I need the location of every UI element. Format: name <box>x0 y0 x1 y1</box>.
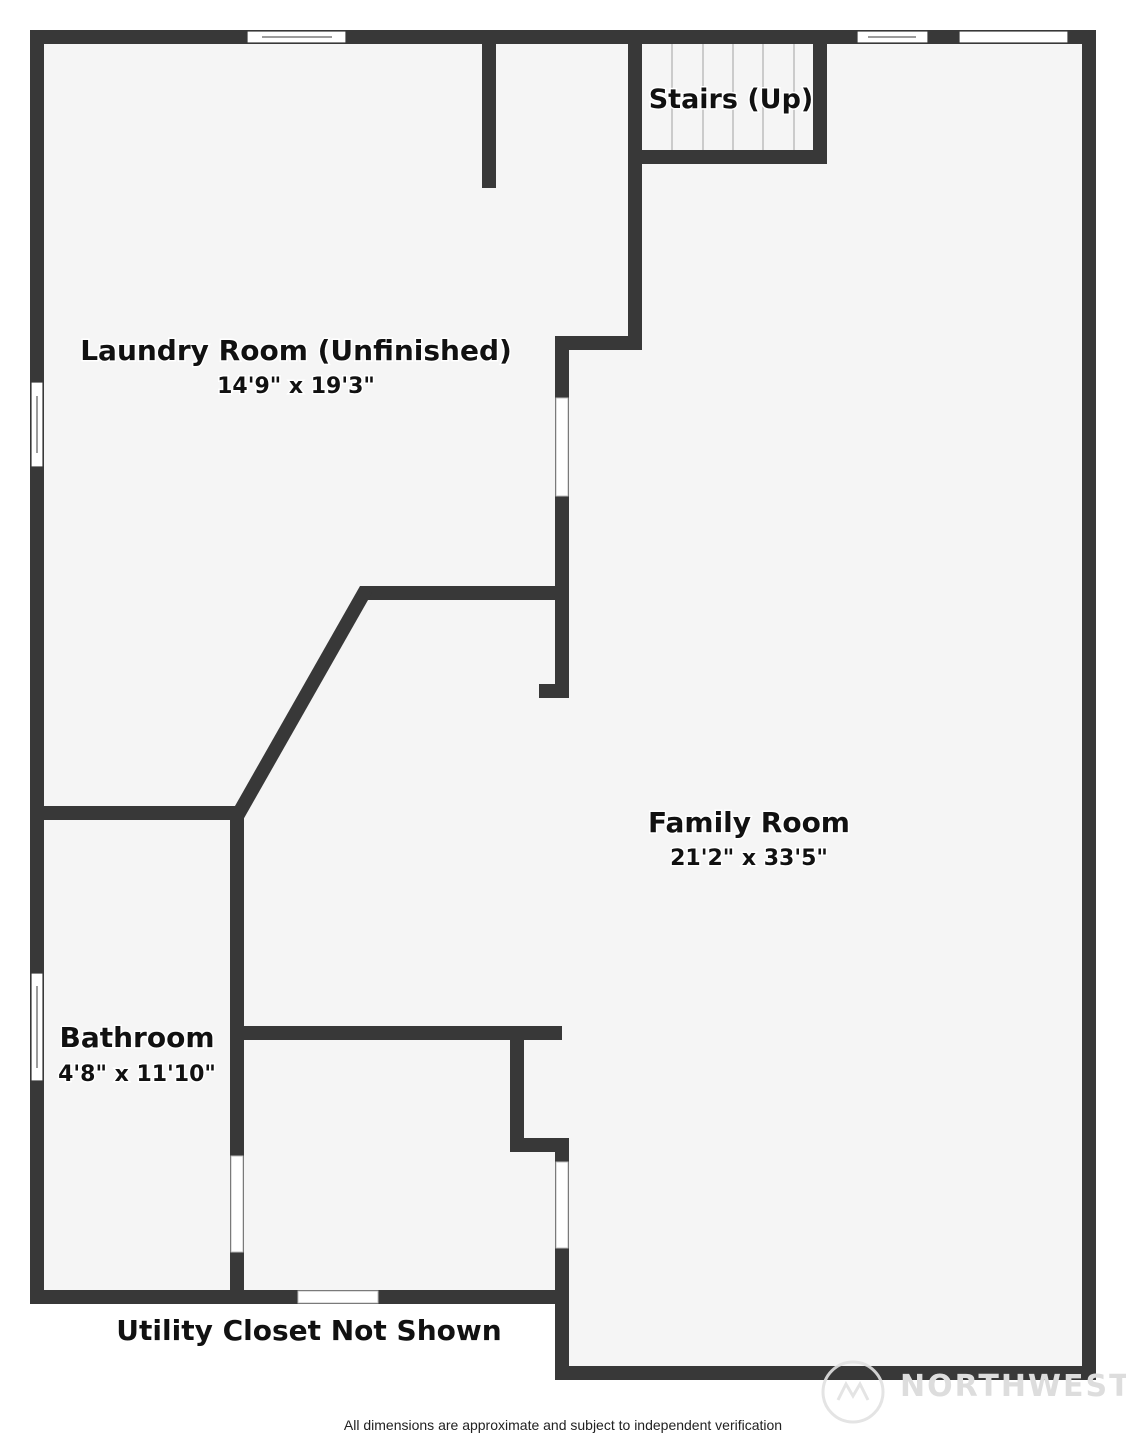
openings <box>30 30 1069 1304</box>
closet-bottom-opening <box>297 1290 379 1304</box>
bathroom-dims: 4'8" x 11'10" <box>58 1062 216 1087</box>
disclaimer: All dimensions are approximate and subje… <box>344 1417 782 1433</box>
family-room-name: Family Room <box>648 806 850 839</box>
laundry-room-dims: 14'9" x 19'3" <box>217 374 375 399</box>
stairs-label: Stairs (Up) <box>649 84 814 115</box>
northwest-logo <box>821 1360 885 1424</box>
top-opening <box>958 30 1069 44</box>
utility-closet-note: Utility Closet Not Shown <box>116 1314 501 1347</box>
watermark-text: NORTHWEST <box>900 1369 1126 1404</box>
family-room-dims: 21'2" x 33'5" <box>670 846 828 871</box>
stair-treads <box>671 44 795 150</box>
bathroom-name: Bathroom <box>59 1021 214 1054</box>
laundry-room-name: Laundry Room (Unfinished) <box>80 334 512 367</box>
bathroom-doorway <box>230 1155 244 1253</box>
closet-doorway <box>555 1161 569 1249</box>
laundry-doorway <box>555 397 569 497</box>
